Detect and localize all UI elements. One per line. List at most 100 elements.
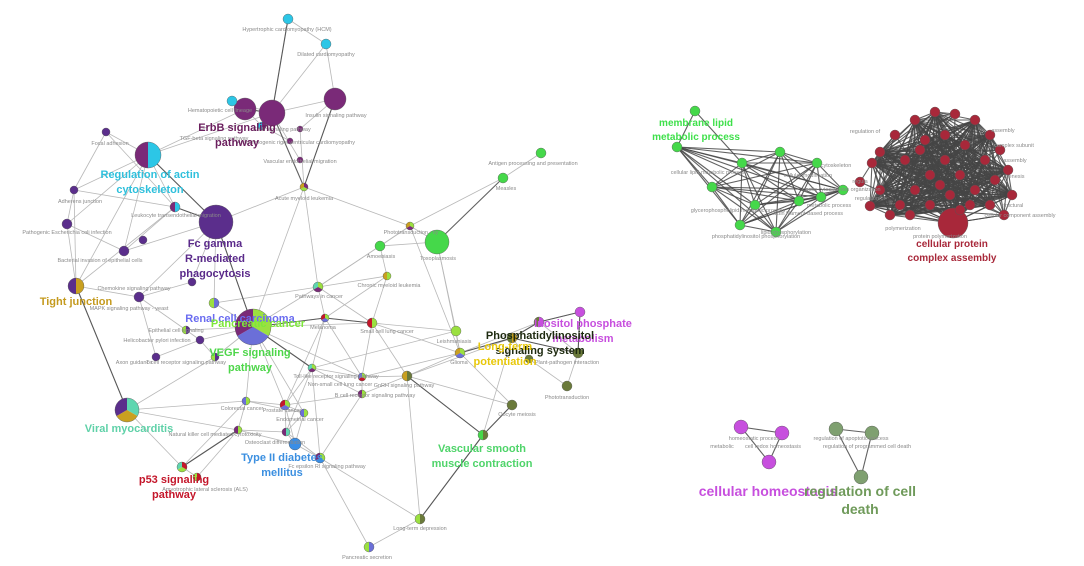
network-node[interactable]	[258, 99, 286, 127]
network-node[interactable]	[572, 347, 584, 359]
network-node[interactable]	[195, 335, 205, 345]
network-node[interactable]	[320, 313, 330, 323]
network-node[interactable]	[939, 129, 951, 141]
network-node[interactable]	[477, 429, 489, 441]
network-node[interactable]	[894, 199, 906, 211]
network-node[interactable]	[454, 347, 466, 359]
network-node[interactable]	[761, 454, 777, 470]
network-node[interactable]	[793, 195, 805, 207]
network-node[interactable]	[837, 184, 849, 196]
network-node[interactable]	[1002, 164, 1014, 176]
network-node[interactable]	[889, 129, 901, 141]
network-node[interactable]	[241, 396, 251, 406]
network-node[interactable]	[959, 139, 971, 151]
network-node[interactable]	[187, 277, 197, 287]
network-node[interactable]	[357, 372, 367, 382]
network-node[interactable]	[864, 425, 880, 441]
network-node[interactable]	[192, 472, 202, 482]
network-node[interactable]	[288, 437, 302, 451]
network-node[interactable]	[233, 97, 257, 121]
network-node[interactable]	[210, 352, 220, 362]
network-node[interactable]	[733, 419, 749, 435]
network-node[interactable]	[954, 204, 966, 216]
network-node[interactable]	[864, 200, 876, 212]
network-node[interactable]	[323, 87, 347, 111]
network-node[interactable]	[934, 179, 946, 191]
network-node[interactable]	[969, 114, 981, 126]
network-node[interactable]	[909, 184, 921, 196]
network-node[interactable]	[884, 209, 896, 221]
network-node[interactable]	[357, 389, 367, 399]
network-node[interactable]	[257, 121, 267, 131]
network-node[interactable]	[909, 114, 921, 126]
network-node[interactable]	[770, 226, 782, 238]
network-node[interactable]	[561, 380, 573, 392]
network-node[interactable]	[281, 427, 291, 437]
network-node[interactable]	[363, 541, 375, 553]
network-node[interactable]	[574, 306, 586, 318]
network-node[interactable]	[994, 144, 1006, 156]
network-node[interactable]	[176, 461, 188, 473]
network-node[interactable]	[286, 137, 294, 145]
network-node[interactable]	[208, 297, 220, 309]
network-node[interactable]	[734, 219, 746, 231]
network-node[interactable]	[374, 240, 386, 252]
network-node[interactable]	[969, 184, 981, 196]
network-node[interactable]	[414, 513, 426, 525]
network-node[interactable]	[312, 281, 324, 293]
network-node[interactable]	[854, 176, 866, 188]
network-node[interactable]	[937, 207, 969, 239]
network-node[interactable]	[944, 189, 956, 201]
network-node[interactable]	[535, 147, 547, 159]
network-node[interactable]	[169, 201, 181, 213]
network-node[interactable]	[815, 191, 827, 203]
network-node[interactable]	[198, 204, 234, 240]
network-node[interactable]	[405, 221, 415, 231]
network-node[interactable]	[151, 352, 161, 362]
network-node[interactable]	[914, 144, 926, 156]
network-node[interactable]	[939, 154, 951, 166]
network-node[interactable]	[138, 235, 148, 245]
network-node[interactable]	[134, 141, 162, 169]
network-node[interactable]	[904, 209, 916, 221]
network-node[interactable]	[296, 156, 304, 164]
network-node[interactable]	[282, 13, 294, 25]
network-node[interactable]	[506, 399, 518, 411]
network-node[interactable]	[424, 229, 450, 255]
network-node[interactable]	[998, 209, 1010, 221]
network-node[interactable]	[366, 317, 378, 329]
network-node[interactable]	[949, 108, 961, 120]
network-node[interactable]	[924, 169, 936, 181]
network-node[interactable]	[671, 141, 683, 153]
network-node[interactable]	[954, 169, 966, 181]
network-node[interactable]	[984, 199, 996, 211]
network-node[interactable]	[382, 271, 392, 281]
network-node[interactable]	[118, 245, 130, 257]
network-node[interactable]	[964, 199, 976, 211]
network-node[interactable]	[307, 363, 317, 373]
network-node[interactable]	[749, 199, 761, 211]
network-node[interactable]	[67, 277, 85, 295]
network-node[interactable]	[279, 399, 291, 411]
network-node[interactable]	[689, 105, 701, 117]
network-node[interactable]	[506, 332, 518, 344]
network-node[interactable]	[524, 354, 534, 364]
network-node[interactable]	[233, 425, 243, 435]
network-node[interactable]	[989, 174, 1001, 186]
network-node[interactable]	[924, 199, 936, 211]
network-node[interactable]	[919, 134, 931, 146]
network-node[interactable]	[706, 181, 718, 193]
network-node[interactable]	[314, 452, 326, 464]
network-node[interactable]	[320, 38, 332, 50]
network-node[interactable]	[979, 154, 991, 166]
network-node[interactable]	[874, 146, 886, 158]
network-node[interactable]	[828, 421, 844, 437]
network-node[interactable]	[401, 370, 413, 382]
network-node[interactable]	[874, 184, 886, 196]
network-node[interactable]	[133, 291, 145, 303]
network-node[interactable]	[853, 469, 869, 485]
network-node[interactable]	[984, 129, 996, 141]
network-node[interactable]	[226, 95, 238, 107]
network-node[interactable]	[497, 172, 509, 184]
network-node[interactable]	[234, 308, 272, 346]
